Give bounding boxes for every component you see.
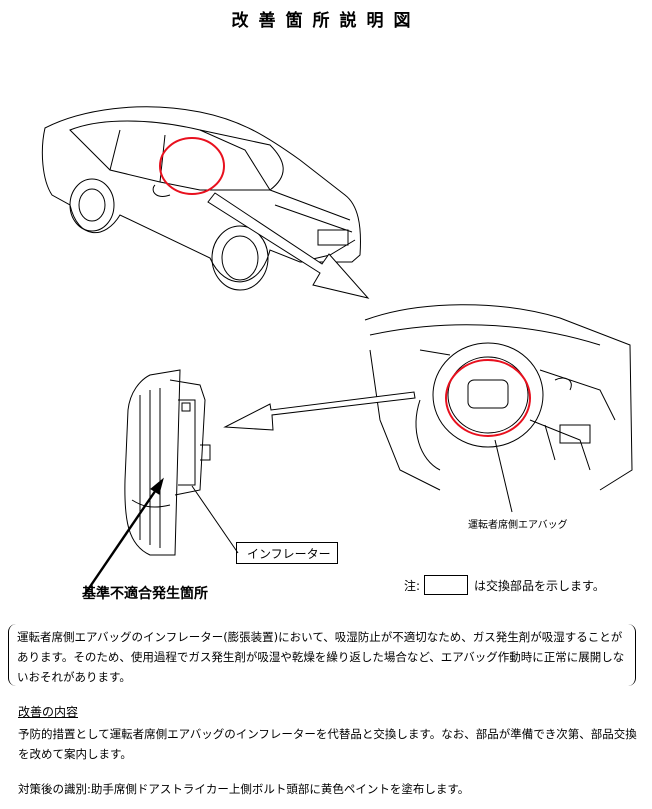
replacement-note: 注: は交換部品を示します。 <box>404 575 605 595</box>
improvement-heading: 改善の内容 <box>18 705 79 719</box>
illustration <box>41 106 633 595</box>
driver-airbag-label: 運転者席側エアバッグ <box>468 520 568 531</box>
dashboard-drawing <box>364 304 633 491</box>
improvement-text: 予防的措置として運転者席側エアバッグのインフレーターを代替品と交換します。なお、… <box>18 727 637 761</box>
note-suffix: は交換部品を示します。 <box>474 578 605 593</box>
car-drawing <box>41 106 361 291</box>
replacement-sample-box <box>424 575 469 595</box>
car-highlight-circle <box>159 137 225 195</box>
note-prefix: 注: <box>404 578 421 593</box>
arrow-to-module-icon <box>223 391 416 431</box>
defect-location-label: 基準不適合発生箇所 <box>82 586 208 602</box>
airbag-highlight-circle <box>445 359 531 437</box>
arrow-to-dashboard-icon <box>207 192 370 299</box>
inflator-label: インフレーター <box>236 542 338 564</box>
airbag-module-drawing <box>124 369 211 556</box>
identification-text: 対策後の識別:助手席側ドアストライカー上側ボルト頭部に黄色ペイントを塗布します。 <box>18 782 470 796</box>
defect-description: 運転者席側エアバッグのインフレーター(膨張装置)において、吸湿防止が不適切なため… <box>8 624 636 686</box>
page-title: 改善箇所説明図 <box>231 11 421 31</box>
